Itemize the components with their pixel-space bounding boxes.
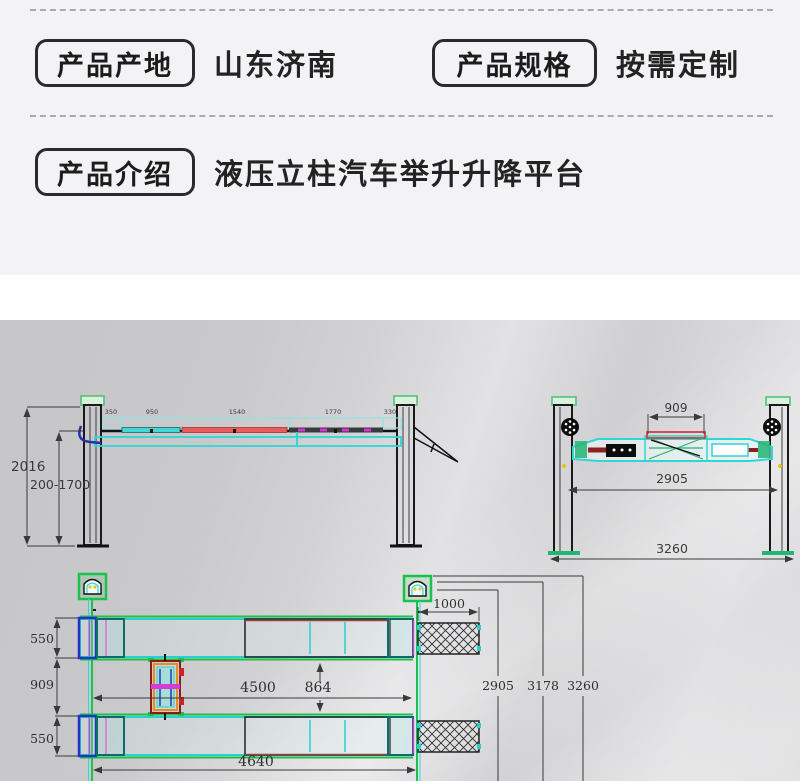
divider-middle xyxy=(30,115,773,117)
origin-value: 山东济南 xyxy=(214,50,339,82)
end-view: 909 2905 3260 xyxy=(548,396,794,563)
cad-drawing: 2016 200-1700 350 950 1540 1770 330 xyxy=(11,395,794,781)
divider-top xyxy=(30,9,773,11)
dim-total-length: 4640 xyxy=(238,754,274,770)
white-gap xyxy=(0,275,800,320)
dim-runway-top-width: 550 xyxy=(30,631,54,646)
dim-overall-width-plan: 3260 xyxy=(567,678,599,693)
side-view-linework xyxy=(23,395,459,548)
plan-view: 550 909 550 4500 864 1000 4640 2905 3178… xyxy=(30,572,599,781)
dim-top-4: 1770 xyxy=(325,408,342,416)
spec-value: 按需定制 xyxy=(616,50,741,82)
dim-mid-width: 3178 xyxy=(527,678,559,693)
dim-cross-distance: 864 xyxy=(305,680,332,696)
dim-post-span: 2905 xyxy=(656,471,688,486)
dim-top-3: 1540 xyxy=(229,408,246,416)
intro-value: 液压立柱汽车举升升降平台 xyxy=(214,159,587,191)
origin-label-box: 产品产地 xyxy=(35,39,195,87)
intro-label-box: 产品介绍 xyxy=(35,148,195,196)
spec-label-box: 产品规格 xyxy=(432,39,597,87)
dim-runway-bottom-width: 550 xyxy=(30,731,54,746)
dim-top-2: 950 xyxy=(146,408,158,416)
product-info-panel: 产品产地 山东济南 产品规格 按需定制 产品介绍 液压立柱汽车举升升降平台 xyxy=(0,0,800,275)
dim-span: 2905 xyxy=(482,678,514,693)
dim-top-1: 350 xyxy=(105,408,117,416)
dim-platform-width: 909 xyxy=(665,401,688,415)
plan-view-linework xyxy=(53,572,584,781)
dim-center-gap: 909 xyxy=(30,677,54,692)
end-view-linework xyxy=(548,396,794,563)
side-view: 2016 200-1700 350 950 1540 1770 330 xyxy=(11,395,459,548)
dim-top-5: 330 xyxy=(384,408,396,416)
dim-overall-width: 3260 xyxy=(656,541,688,556)
dim-ramp-length: 1000 xyxy=(433,596,465,611)
cad-drawing-photo: 2016 200-1700 350 950 1540 1770 330 xyxy=(0,320,800,781)
dim-lift-range: 200-1700 xyxy=(30,477,90,492)
dim-total-height: 2016 xyxy=(11,459,45,475)
dim-inner-length: 4500 xyxy=(240,680,276,696)
